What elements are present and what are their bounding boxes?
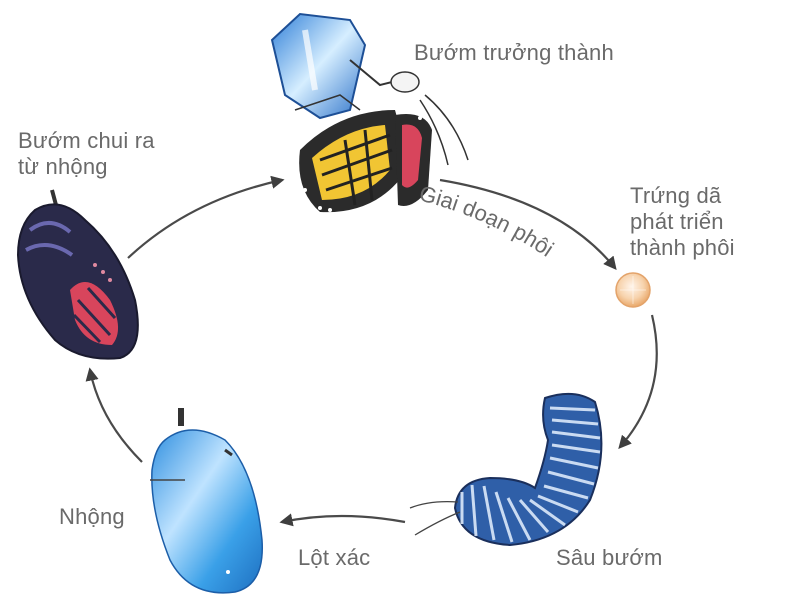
pupa-illustration bbox=[150, 408, 264, 594]
egg-label-line-3: thành phôi bbox=[630, 235, 735, 260]
egg-label-line-2: phát triển bbox=[630, 209, 724, 234]
emerging-chrysalis-illustration bbox=[16, 189, 139, 360]
adult-butterfly-illustration bbox=[270, 12, 469, 213]
egg-illustration bbox=[615, 272, 651, 308]
stage-label-pupa: Nhộng bbox=[59, 504, 125, 529]
arrow-caterpillar-to-pupa bbox=[279, 513, 406, 527]
transition-label-molting: Lột xác bbox=[298, 545, 371, 570]
arrow-pupa-to-emerging bbox=[85, 367, 143, 463]
arrow-adult-to-egg bbox=[439, 178, 617, 271]
cycle-arrows bbox=[85, 175, 658, 527]
egg-label-line-1: Trứng dã bbox=[630, 183, 722, 208]
arrow-egg-to-caterpillar bbox=[618, 314, 658, 449]
stage-label-caterpillar: Sâu bướm bbox=[556, 545, 663, 570]
emerging-label-line-1: Bướm chui ra bbox=[18, 128, 155, 153]
stage-label-egg: Trứng dã phát triển thành phôi bbox=[630, 183, 735, 261]
arrow-emerging-to-adult bbox=[127, 175, 285, 259]
transition-label-embryo-stage: Giai doạn phôi bbox=[417, 181, 558, 262]
emerging-label-line-2: từ nhộng bbox=[18, 154, 108, 179]
stage-label-adult: Bướm trưởng thành bbox=[414, 40, 614, 65]
caterpillar-illustration bbox=[409, 392, 603, 547]
stage-label-emerging: Bướm chui ra từ nhộng bbox=[18, 128, 155, 180]
